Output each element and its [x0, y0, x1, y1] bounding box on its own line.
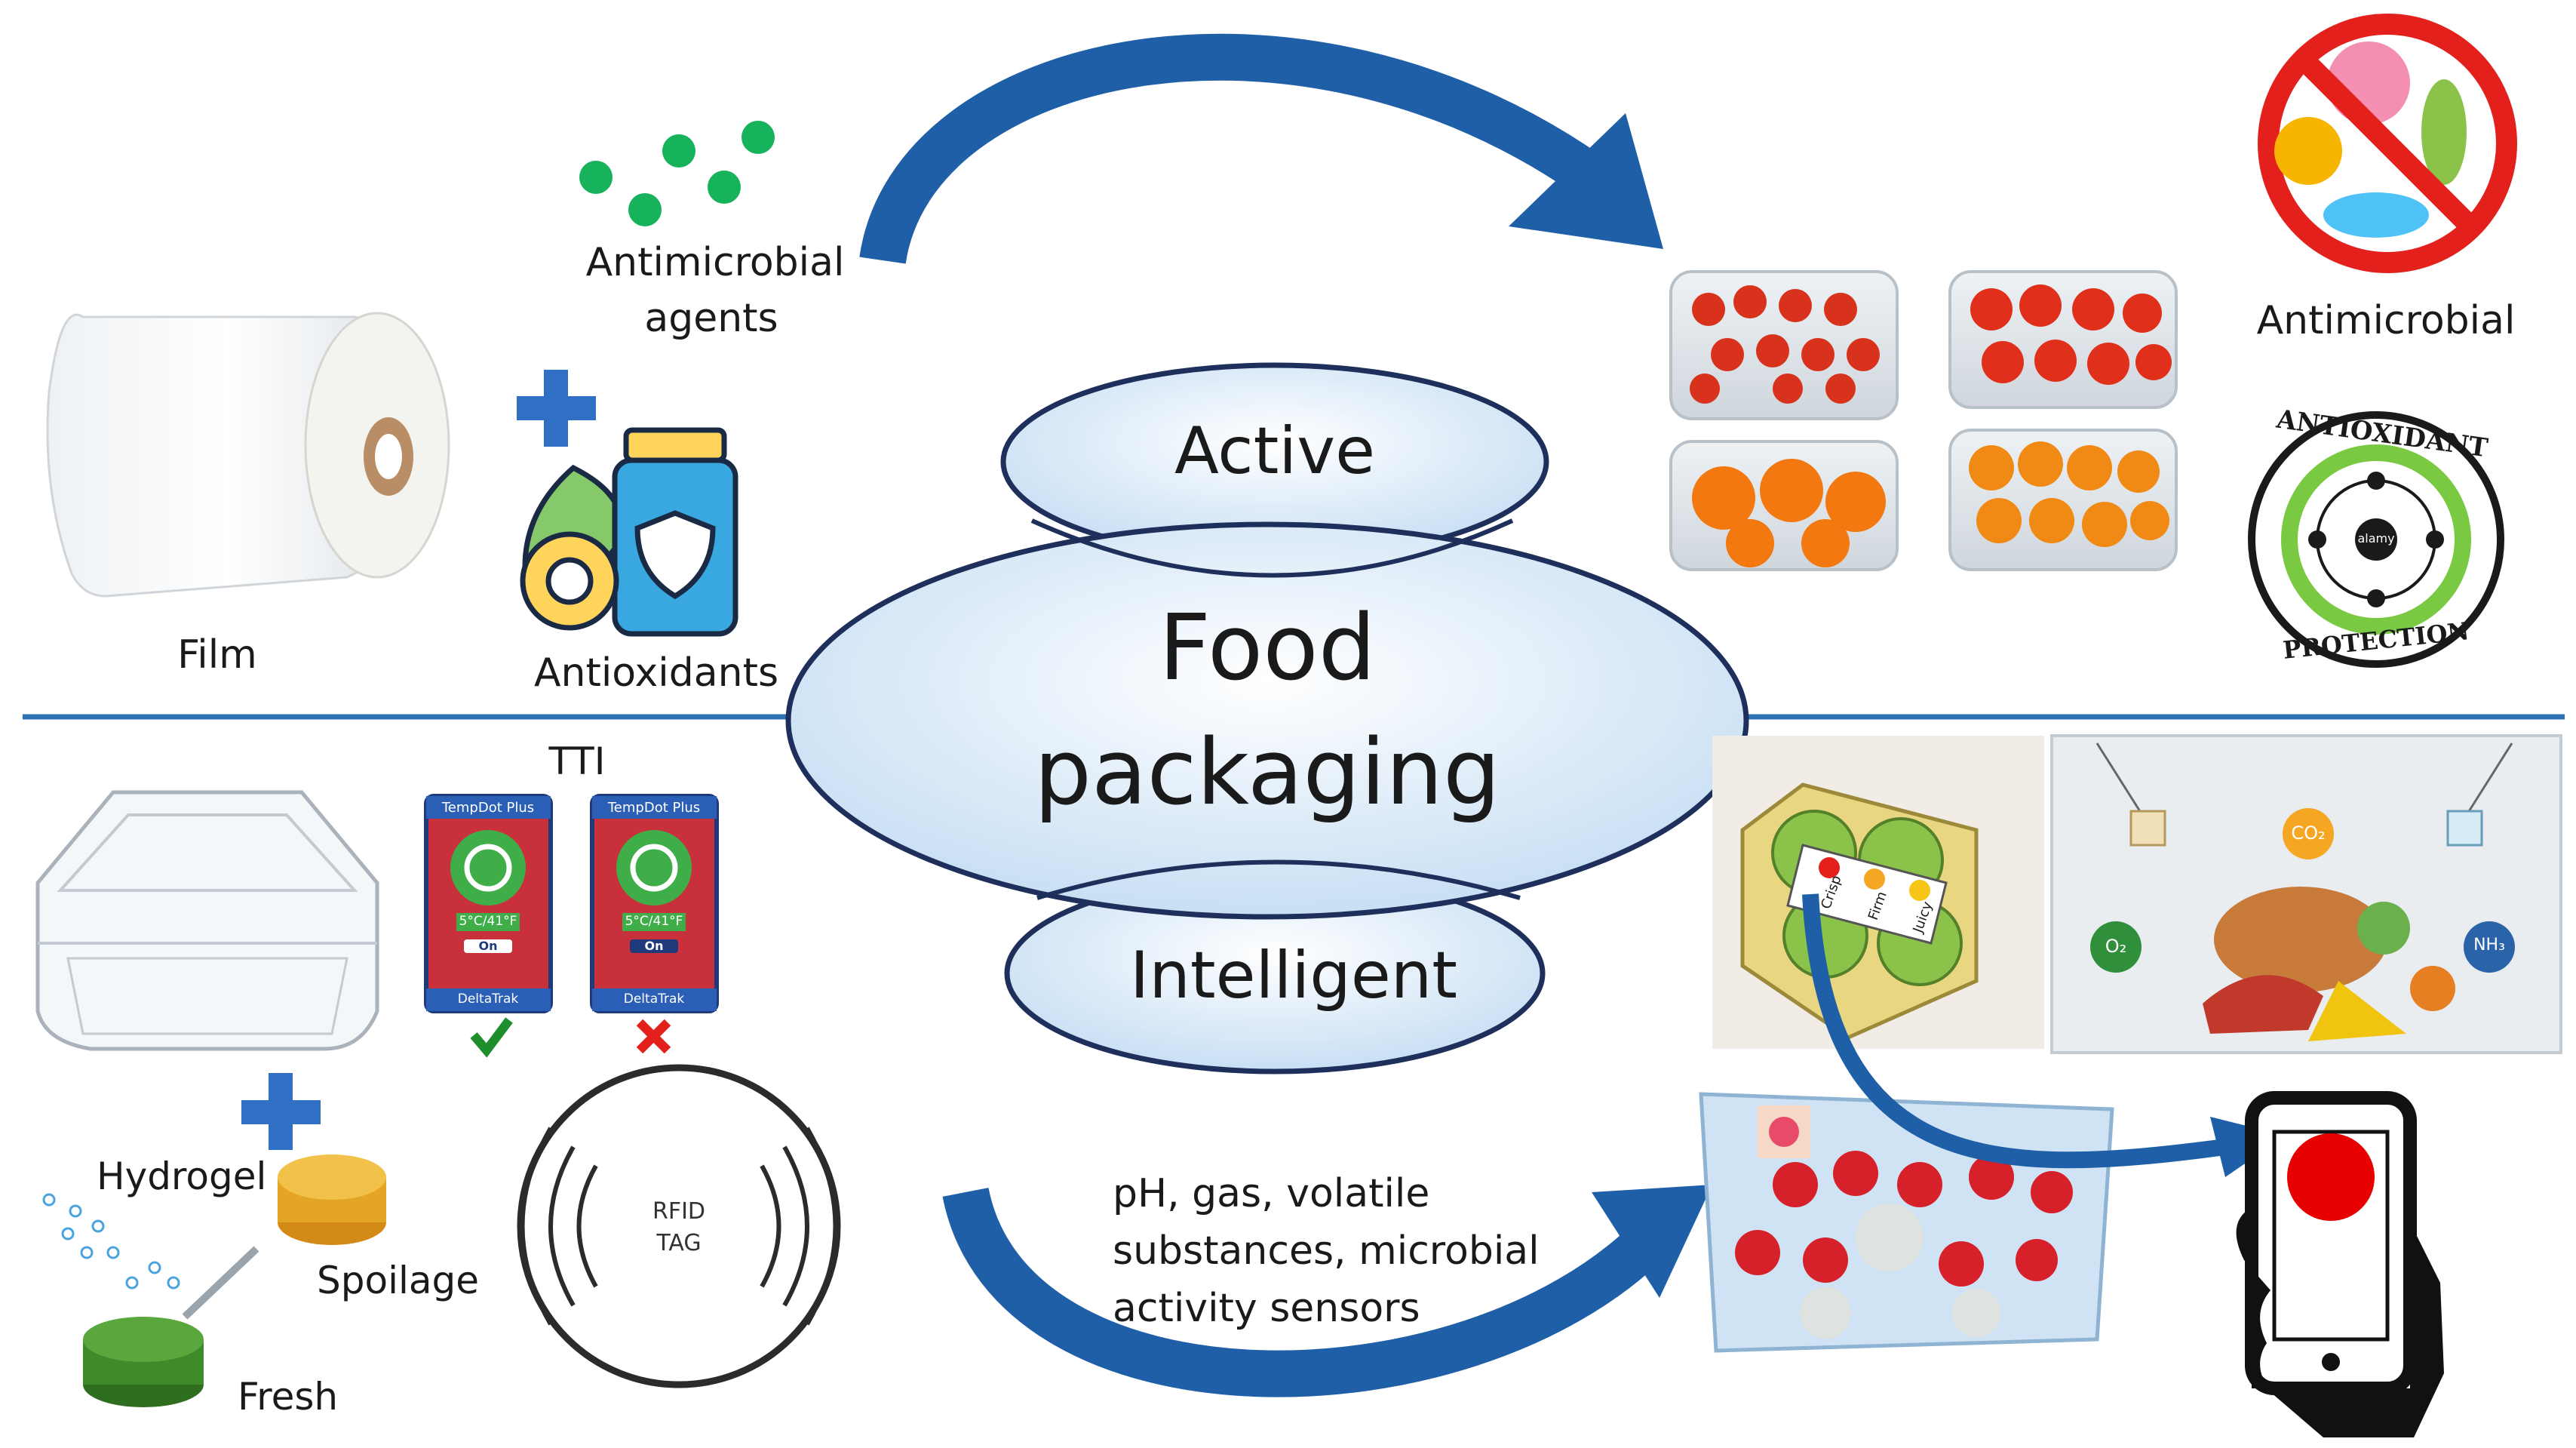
antioxidant-badge-center-text: alamy — [2357, 531, 2395, 546]
smartphone-alert-icon — [2236, 1091, 2444, 1437]
tti-card-brand-text: TempDot Plus — [607, 800, 701, 816]
hydrogel-label: Hydrogel — [97, 1154, 267, 1198]
spoilage-label: Spoilage — [317, 1259, 479, 1302]
film-label: Film — [177, 632, 257, 678]
center-ellipses — [785, 362, 1749, 1074]
sensors-label-line1: pH, gas, volatile — [1113, 1171, 1430, 1216]
gas-sensor-bag-image — [2050, 734, 2562, 1054]
tti-card-temp-text: 5°C/41°F — [625, 914, 683, 929]
tti-card-footer-text: DeltaTrak — [623, 991, 685, 1007]
tti-label: TTI — [548, 739, 606, 783]
rfid-tag-icon — [517, 1064, 841, 1388]
sensors-label-line2: substances, microbial — [1113, 1228, 1540, 1274]
food-packaging-title-line1: Food — [1159, 596, 1376, 701]
tti-card-on-text: On — [478, 939, 498, 953]
antioxidants-label: Antioxidants — [533, 650, 779, 696]
intelligent-label: Intelligent — [1130, 938, 1457, 1013]
antioxidant-protection-badge — [2248, 411, 2504, 668]
active-label: Active — [1174, 413, 1376, 489]
tomato-tray-image — [1669, 270, 2178, 571]
apple-tray-image — [1712, 736, 2044, 1049]
hydrogel-image — [42, 1154, 386, 1407]
antioxidant-bottle-icon — [520, 427, 738, 637]
antimicrobial-agents-label-line2: agents — [644, 296, 778, 341]
tti-card-valid — [424, 794, 553, 1058]
plus-icon — [517, 370, 596, 447]
gas-co2-label: CO₂ — [2291, 822, 2326, 844]
antimicrobial-dots — [579, 121, 775, 226]
gas-nh3-label: NH₃ — [2473, 936, 2505, 955]
food-packaging-ellipse — [785, 521, 1749, 920]
intelligent-flow-arrow — [942, 1185, 1712, 1397]
strawberry-box-image — [1699, 1092, 2114, 1353]
film-roll-image — [46, 312, 450, 598]
antimicrobial-label: Antimicrobial — [2256, 298, 2516, 343]
sensors-label-line3: activity sensors — [1113, 1286, 1420, 1331]
rfid-tag-text-line1: RFID — [652, 1198, 706, 1225]
food-packaging-title-line2: packaging — [1033, 721, 1501, 825]
active-flow-arrow — [859, 33, 1663, 265]
antimicrobial-agents-label-line1: Antimicrobial — [585, 240, 845, 285]
plus-icon — [241, 1073, 321, 1150]
tti-card-temp-text: 5°C/41°F — [459, 914, 517, 929]
no-germs-icon — [2258, 14, 2517, 273]
fresh-label: Fresh — [238, 1375, 339, 1419]
tti-card-footer-text: DeltaTrak — [457, 991, 519, 1007]
clamshell-container-image — [35, 790, 379, 1051]
tti-card-expired — [590, 794, 719, 1054]
tti-card-on-text: On — [644, 939, 664, 953]
gas-o2-label: O₂ — [2105, 936, 2127, 957]
rfid-tag-text-line2: TAG — [656, 1230, 702, 1256]
tti-card-brand-text: TempDot Plus — [441, 800, 535, 816]
